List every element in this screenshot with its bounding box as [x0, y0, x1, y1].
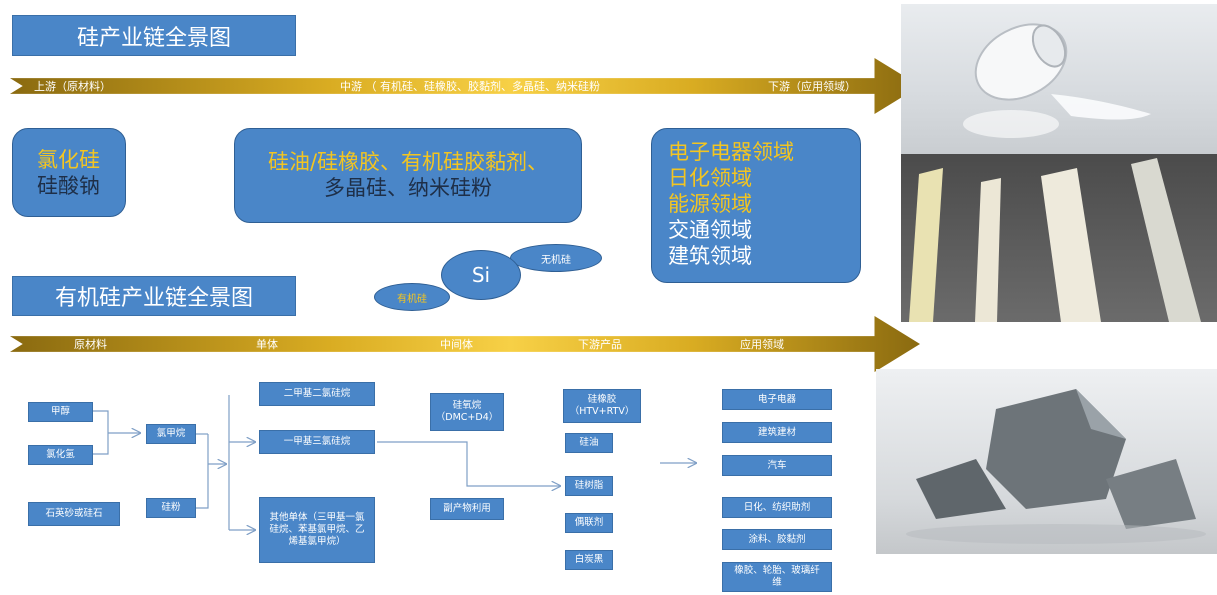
- application-box: 汽车: [722, 455, 832, 476]
- downstream-bubble: 电子电器领域 日化领域 能源领域 交通领域 建筑领域: [651, 128, 861, 283]
- intermediate-box: 副产物利用: [430, 498, 504, 520]
- arrow-label-intermediate: 中间体: [440, 338, 473, 351]
- application-box: 橡胶、轮胎、玻璃纤维: [722, 562, 832, 592]
- raw-material-label: 氯化氢: [46, 449, 75, 460]
- product-label: 硅树脂: [574, 480, 604, 491]
- inorganic-silicon-ellipse: 无机硅: [510, 244, 602, 272]
- application-label: 汽车: [767, 459, 787, 471]
- arrow-label-raw-materials: 原材料: [74, 338, 107, 351]
- upstream-item: 硅酸钠: [37, 174, 100, 198]
- downstream-item: 电子电器领域: [668, 140, 794, 164]
- midstream-item: 硅油/硅橡胶、有机硅胶黏剂、: [267, 150, 549, 174]
- top-chain-arrow: 上游（原材料） 中游 （ 有机硅、硅橡胶、胶黏剂、多晶硅、纳米硅粉 下游（应用领…: [10, 58, 920, 114]
- monomer-label: 其他单体（三甲基一氯硅烷、苯基氯甲烷、乙烯基氯甲烷）: [269, 512, 365, 547]
- product-box: 硅油: [565, 433, 613, 453]
- intermediate-label: 硅氧烷（DMC+D4）: [435, 400, 499, 423]
- organosilicon-chain-title: 有机硅产业链全景图: [12, 276, 296, 316]
- raw-material-box: 石英砂或硅石: [28, 502, 120, 526]
- application-box: 涂料、胶黏剂: [722, 529, 832, 550]
- bottom-chain-arrow: 原材料 单体 中间体 下游产品 应用领域: [10, 316, 920, 372]
- arrow-label-midstream: 中游 （ 有机硅、硅橡胶、胶黏剂、多晶硅、纳米硅粉: [340, 80, 600, 93]
- product-label: 硅油: [579, 437, 599, 448]
- application-label: 日化、纺织助剂: [743, 501, 811, 513]
- rubber-strips-image: [901, 154, 1217, 322]
- organic-silicon-ellipse: 有机硅: [374, 283, 450, 311]
- monomer-box: 其他单体（三甲基一氯硅烷、苯基氯甲烷、乙烯基氯甲烷）: [259, 497, 375, 563]
- intermediate-raw-label: 硅粉: [161, 502, 181, 513]
- monomer-box: 一甲基三氯硅烷: [259, 430, 375, 454]
- downstream-item: 日化领域: [668, 166, 752, 190]
- arrow-label-monomer: 单体: [256, 338, 278, 351]
- organosilicon-chain-title-text: 有机硅产业链全景图: [54, 286, 253, 311]
- silicon-chunks-image: [876, 369, 1217, 554]
- inorganic-silicon-label: 无机硅: [541, 254, 571, 266]
- upstream-bubble: 氯化硅 硅酸钠: [12, 128, 126, 217]
- downstream-item: 能源领域: [668, 192, 752, 216]
- midstream-item: 多晶硅、纳米硅粉: [324, 176, 492, 200]
- monomer-label: 一甲基三氯硅烷: [283, 436, 351, 447]
- product-box: 硅树脂: [565, 476, 613, 496]
- intermediate-label: 副产物利用: [443, 503, 491, 514]
- raw-material-box: 甲醇: [28, 402, 93, 422]
- application-label: 电子电器: [757, 393, 796, 405]
- monomer-box: 二甲基二氯硅烷: [259, 382, 375, 406]
- product-box: 硅橡胶（HTV+RTV）: [563, 389, 641, 423]
- arrow-label-downstream: 下游（应用领域）: [768, 80, 856, 93]
- downstream-item: 建筑领域: [668, 244, 752, 268]
- arrow-label-downstream-products: 下游产品: [578, 338, 622, 351]
- downstream-item: 交通领域: [668, 218, 752, 242]
- intermediate-box: 硅氧烷（DMC+D4）: [430, 393, 504, 431]
- raw-material-label: 石英砂或硅石: [45, 508, 103, 519]
- application-box: 日化、纺织助剂: [722, 497, 832, 518]
- raw-material-label: 甲醇: [50, 406, 70, 417]
- si-label: Si: [471, 263, 491, 287]
- application-label: 建筑建材: [757, 426, 796, 438]
- si-ellipse: Si: [441, 250, 521, 300]
- application-label: 橡胶、轮胎、玻璃纤维: [734, 565, 820, 588]
- raw-material-box: 氯化氢: [28, 445, 93, 465]
- intermediate-raw-box: 硅粉: [146, 498, 196, 518]
- intermediate-raw-box: 氯甲烷: [146, 424, 196, 444]
- product-box: 白炭黑: [565, 550, 613, 570]
- application-box: 电子电器: [722, 389, 832, 410]
- arrow-label-upstream: 上游（原材料）: [34, 80, 111, 93]
- product-box: 偶联剂: [565, 513, 613, 533]
- application-label: 涂料、胶黏剂: [748, 533, 806, 545]
- product-label: 偶联剂: [574, 517, 604, 528]
- silicon-chain-title-text: 硅产业链全景图: [76, 25, 231, 51]
- organic-silicon-label: 有机硅: [397, 293, 427, 305]
- intermediate-raw-label: 氯甲烷: [156, 428, 186, 439]
- midstream-bubble: 硅油/硅橡胶、有机硅胶黏剂、 多晶硅、纳米硅粉: [234, 128, 582, 223]
- monomer-label: 二甲基二氯硅烷: [283, 388, 351, 399]
- application-box: 建筑建材: [722, 422, 832, 443]
- arrow-label-applications: 应用领域: [740, 338, 784, 351]
- product-label: 硅橡胶（HTV+RTV）: [569, 394, 635, 417]
- silicon-chain-title: 硅产业链全景图: [12, 15, 296, 56]
- powder-bottle-image: [901, 4, 1217, 154]
- upstream-item: 氯化硅: [37, 148, 100, 172]
- product-label: 白炭黑: [574, 554, 604, 565]
